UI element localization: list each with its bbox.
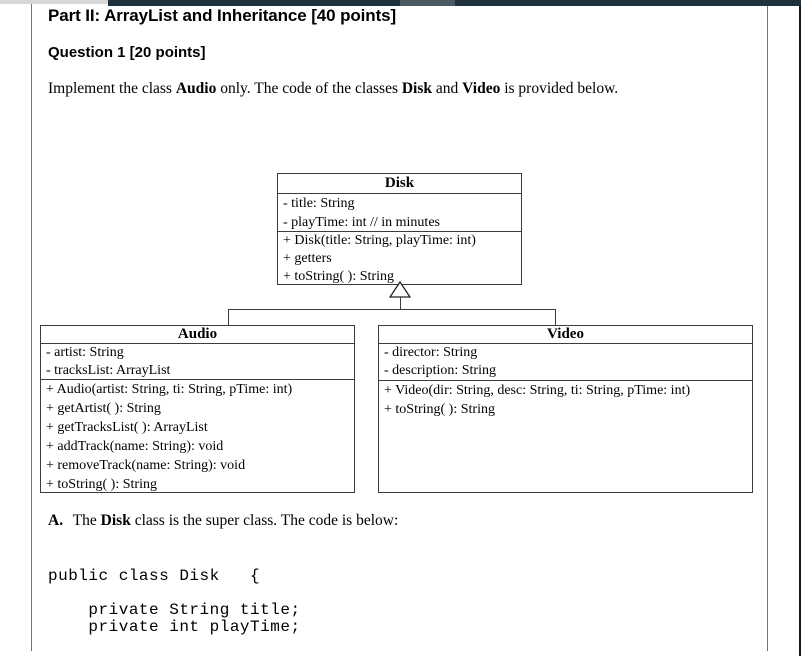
uml-attributes-compartment: - director: String - description: String (379, 344, 752, 381)
uml-method: + Video(dir: String, desc: String, ti: S… (384, 383, 691, 398)
uml-attribute: - title: String (283, 196, 355, 211)
bottom-scrollbar-thumb[interactable] (400, 0, 455, 6)
intro-text: Implement the class (48, 80, 176, 97)
bottom-left-strip (0, 0, 108, 4)
intro-bold-audio: Audio (175, 80, 217, 97)
uml-method: + getTracksList( ): ArrayList (46, 420, 208, 435)
page-left-border (31, 0, 32, 651)
uml-method: + toString( ): String (46, 477, 157, 492)
uml-attribute: - tracksList: ArrayList (46, 363, 171, 378)
section-a-part: The (69, 512, 101, 529)
uml-class-title: Audio (41, 326, 354, 344)
code-line: public class Disk { (48, 567, 261, 585)
uml-methods-compartment: + Disk(title: String, playTime: int) + g… (278, 232, 521, 286)
connector-right-drop (555, 309, 556, 325)
uml-class-title: Disk (278, 174, 521, 194)
uml-class-video: Video - director: String - description: … (378, 325, 753, 493)
connector-horizontal (228, 309, 556, 310)
uml-methods-compartment: + Video(dir: String, desc: String, ti: S… (379, 381, 752, 419)
uml-method: + addTrack(name: String): void (46, 439, 224, 454)
uml-methods-compartment: + Audio(artist: String, ti: String, pTim… (41, 380, 354, 494)
section-a-part: class is the super class. The code is be… (130, 512, 399, 529)
section-a-text: A. The Disk class is the super class. Th… (48, 512, 398, 530)
inheritance-arrow-icon (389, 281, 411, 298)
screen-right-edge (799, 0, 801, 656)
bottom-scrollbar-track[interactable] (108, 0, 801, 6)
code-line: private int playTime; (48, 618, 301, 636)
uml-method: + getArtist( ): String (46, 401, 161, 416)
connector-left-drop (228, 309, 229, 325)
uml-class-audio: Audio - artist: String - tracksList: Arr… (40, 325, 355, 493)
uml-attribute: - director: String (384, 345, 478, 360)
connector-stem (400, 297, 401, 309)
code-block: public class Disk { private String title… (48, 568, 301, 636)
uml-attributes-compartment: - title: String - playTime: int // in mi… (278, 194, 521, 232)
uml-attribute: - description: String (384, 363, 496, 378)
uml-method: + toString( ): String (384, 402, 495, 417)
uml-attribute: - artist: String (46, 345, 124, 360)
intro-paragraph: Implement the class Audio only. The code… (48, 80, 618, 98)
uml-method: + getters (283, 251, 332, 266)
uml-method: + Audio(artist: String, ti: String, pTim… (46, 382, 293, 397)
section-a-label: A. (48, 512, 64, 529)
intro-bold-video: Video (462, 80, 501, 97)
intro-text: only. The code of the classes (216, 80, 402, 97)
uml-method: + toString( ): String (283, 269, 394, 284)
bottom-bar (0, 0, 801, 6)
intro-text: and (432, 80, 463, 97)
section-a-bold-disk: Disk (100, 512, 131, 529)
uml-method: + removeTrack(name: String): void (46, 458, 246, 473)
uml-attribute: - playTime: int // in minutes (283, 215, 440, 230)
uml-method: + Disk(title: String, playTime: int) (283, 233, 476, 248)
uml-class-disk: Disk - title: String - playTime: int // … (277, 173, 522, 285)
intro-text: is provided below. (500, 80, 619, 97)
intro-bold-disk: Disk (401, 80, 433, 97)
question-heading: Question 1 [20 points] (48, 44, 206, 61)
page-title: Part II: ArrayList and Inheritance [40 p… (48, 6, 397, 25)
page-right-border (767, 0, 768, 651)
code-line (48, 585, 301, 602)
code-line: private String title; (48, 601, 301, 619)
uml-class-title: Video (379, 326, 752, 344)
uml-attributes-compartment: - artist: String - tracksList: ArrayList (41, 344, 354, 380)
